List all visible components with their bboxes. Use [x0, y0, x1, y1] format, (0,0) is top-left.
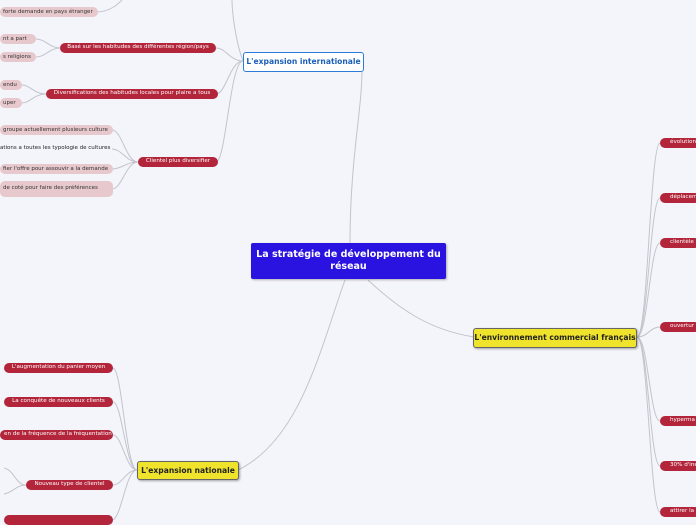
topic-environnement-commercial[interactable]: L'environnement commercial français — [473, 328, 637, 348]
leaf-religions[interactable]: s religions — [0, 52, 36, 62]
leaf-endu[interactable]: endu — [0, 80, 22, 90]
subtopic-30-pct[interactable]: 30% d'ine — [660, 461, 696, 471]
subtopic-frequence[interactable]: en de la fréquence de la fréquentation — [0, 430, 113, 440]
central-topic[interactable]: La stratégie de développement du réseau — [251, 243, 446, 279]
subtopic-conquete[interactable]: La conquête de nouveaux clients — [4, 397, 113, 407]
link-central-national — [237, 279, 346, 471]
subtopic-deplacement[interactable]: déplacem — [660, 193, 696, 203]
leaf-uper[interactable]: uper — [0, 98, 22, 108]
link-central-francais — [367, 279, 475, 338]
central-topic-label: La stratégie de développement du réseau — [256, 249, 441, 272]
link-central-international — [349, 69, 363, 244]
subtopic-cut-off — [4, 515, 113, 525]
subtopic-nouveau-type[interactable]: Nouveau type de clientel — [26, 480, 113, 490]
leaf-groupe[interactable]: groupe actuellement plusieurs culture — [0, 125, 113, 135]
leaf-preferences[interactable]: de coté pour faire des préférences — [0, 181, 113, 197]
subtopic-clientele-diversifier[interactable]: Clientel plus diversifier — [138, 157, 218, 167]
subtopic-evolution[interactable]: évolution — [660, 138, 696, 148]
topic-expansion-internationale[interactable]: L'expansion internationale — [243, 52, 364, 72]
leaf-typologie[interactable]: ations a toutes les typologie de culture… — [0, 145, 111, 151]
leaf-part[interactable]: nt a part — [0, 34, 36, 44]
topic-expansion-nationale[interactable]: L'expansion nationale — [137, 461, 239, 480]
subtopic-habitudes[interactable]: Basé sur les habitudes des différentes r… — [60, 43, 216, 53]
subtopic-hypermarche[interactable]: hyperma — [660, 416, 696, 426]
leaf-offre[interactable]: fier l'offre pour assouvir a la demande — [0, 164, 113, 174]
subtopic-clientele[interactable]: clientèle — [660, 238, 696, 248]
subtopic-panier-moyen[interactable]: L'augmentation du panier moyen — [4, 363, 113, 373]
leaf-forte-demande[interactable]: forte demande en pays étranger — [0, 7, 98, 17]
subtopic-diversification[interactable]: Diversifications des habitudes locales p… — [46, 89, 218, 99]
subtopic-attirer[interactable]: attirer la — [660, 507, 696, 517]
subtopic-ouverture[interactable]: ouvertur — [660, 322, 696, 332]
